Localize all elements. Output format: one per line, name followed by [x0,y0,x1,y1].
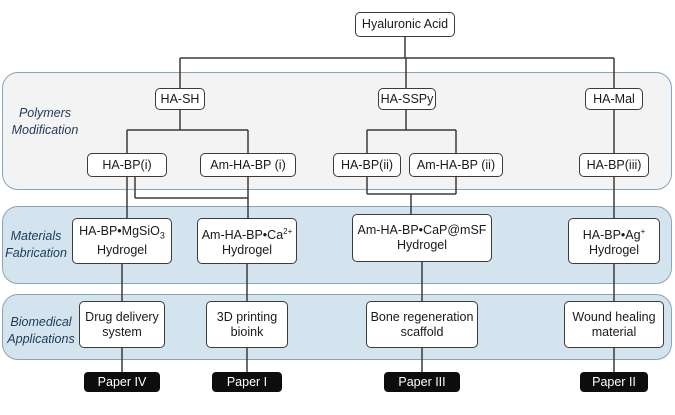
ha-mal-node: HA-Mal [585,88,643,110]
mgsio3-hydrogel-node: HA-BP•MgSiO3 Hydrogel [72,218,172,264]
ca-hydrogel-node: Am-HA-BP•Ca2+ Hydrogel [197,218,297,264]
paper-i-label: Paper I [212,372,282,392]
ha-bp-ii-node: HA-BP(ii) [333,153,401,177]
paper-iv-label: Paper IV [84,372,160,392]
ha-bp-i-node: HA-BP(i) [87,153,167,177]
hyaluronic-acid-node: Hyaluronic Acid [355,12,455,37]
ag-hydrogel-node: HA-BP•Ag+ Hydrogel [568,218,660,264]
paper-ii-label: Paper II [580,372,648,392]
ha-bp-iii-node: HA-BP(iii) [579,153,649,177]
am-ha-bp-i-node: Am-HA-BP (i) [200,153,296,177]
cap-msf-hydrogel-node: Am-HA-BP•CaP@mSF Hydrogel [352,214,492,262]
ha-sspy-node: HA-SSPy [378,88,436,110]
am-ha-bp-ii-node: Am-HA-BP (ii) [409,153,503,177]
ha-sh-node: HA-SH [155,88,205,110]
paper-iii-label: Paper III [384,372,460,392]
